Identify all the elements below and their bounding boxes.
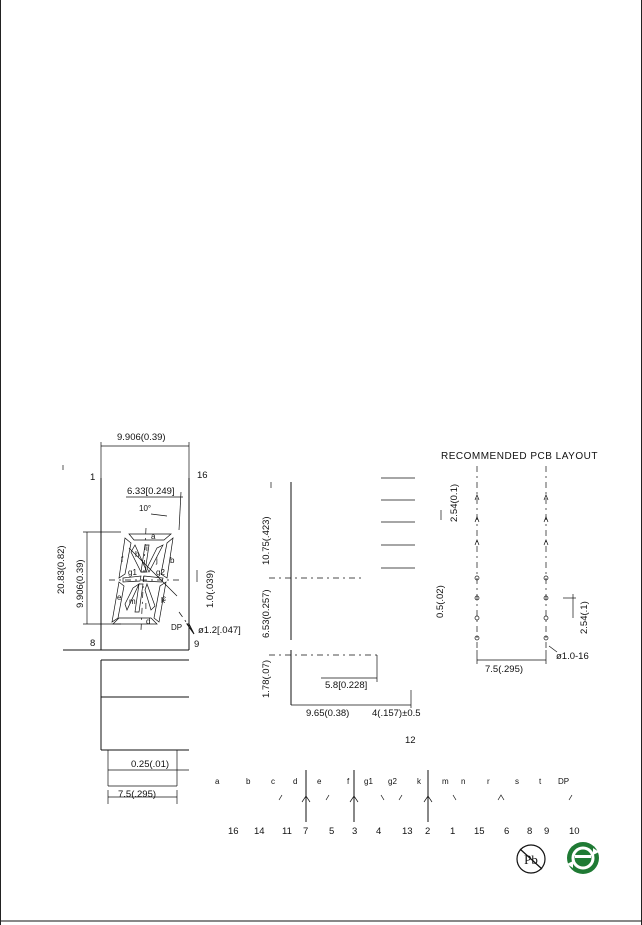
pcb-holes — [474, 494, 549, 641]
dim-upper: 10.75(.423) — [261, 516, 272, 565]
common-pin-label: 12 — [405, 735, 416, 746]
pin-num-4: 4 — [376, 826, 381, 837]
pin-num-1: 1 — [450, 826, 455, 837]
segment-d-label: d — [146, 617, 150, 626]
segment-k-label: k — [161, 596, 166, 605]
seg-label-n: n — [461, 777, 465, 786]
dim-small: 0.5(.02) — [435, 585, 446, 618]
seg-label-a: a — [215, 777, 220, 786]
dim-segment-width: 1.0(.039) — [205, 570, 216, 608]
seg-label-g1: g1 — [364, 777, 373, 786]
seg-label-r: r — [487, 777, 490, 786]
pin-label-9: 9 — [194, 639, 199, 650]
pin-num-8: 8 — [527, 826, 532, 837]
seg-label-d: d — [293, 777, 297, 786]
seg-label-c: c — [271, 777, 275, 786]
pin-num-2: 2 — [425, 826, 430, 837]
seg-label-t: t — [539, 777, 542, 786]
pin-num-13: 13 — [402, 826, 413, 837]
segment-j-label: j — [155, 556, 158, 565]
dim-lower: 6.53(0.257) — [261, 589, 272, 638]
pin-label-8: 8 — [90, 638, 95, 649]
pcb-layout-title: RECOMMENDED PCB LAYOUT — [441, 451, 598, 462]
pcb-layout: RECOMMENDED PCB LAYOUT 2.54(0.1) 0.5(.02… — [435, 451, 598, 675]
dim-body-depth: 5.8[0.228] — [325, 680, 367, 691]
dim-pin-length: 1.78(.07) — [261, 660, 272, 698]
internal-circuit: 12 a b c d e f g1 g2 k m n r s t DP — [215, 735, 580, 837]
pin-num-6: 6 — [504, 826, 509, 837]
segment-l-label: l — [145, 602, 147, 611]
pin-num-11: 11 — [282, 826, 292, 837]
pin-num-9: 9 — [544, 826, 549, 837]
pin-num-5: 5 — [329, 826, 334, 837]
pin-num-14: 14 — [254, 826, 265, 837]
dim-row: 7.5(.295) — [485, 664, 523, 675]
segment-g2-label: g2 — [156, 568, 165, 577]
seg-label-m: m — [442, 777, 449, 786]
seg-label-k: k — [417, 777, 422, 786]
seg-label-dp: DP — [558, 777, 569, 786]
dim-pin-row: 7.5(.295) — [118, 789, 156, 800]
middle-view: 10.75(.423) 6.53(0.257) 1.78(.07) 5.8[0.… — [261, 477, 421, 719]
dim-pitch: 2.54(0.1) — [449, 484, 460, 522]
segment-f-label: f — [121, 555, 124, 564]
dim-total-depth: 9.65(0.38) — [306, 708, 349, 719]
diode-symbols — [278, 770, 573, 822]
pin-num-7: 7 — [303, 826, 308, 837]
pb-free-label: Pb — [524, 852, 538, 867]
side-view: 0.25(.01) 7.5(.295) — [100, 659, 189, 804]
pin-num-15: 15 — [474, 826, 485, 837]
seg-label-e: e — [317, 777, 322, 786]
pin-num-3: 3 — [352, 826, 357, 837]
dim-height-total: 20.83(0.82) — [56, 545, 67, 594]
dim-hole: ø1.0-16 — [556, 651, 589, 662]
dim-thickness: 0.25(.01) — [131, 759, 169, 770]
dp-label: DP — [171, 623, 182, 632]
rohs-eco-icon — [567, 842, 599, 874]
front-view: 9.906(0.39) 1 16 8 9 20.83(0.82) 9.906(0… — [56, 432, 241, 651]
pin-num-16: 16 — [228, 826, 239, 837]
segment-c-label: c — [162, 594, 166, 603]
pin-num-10: 10 — [569, 826, 580, 837]
seg-label-g2: g2 — [388, 777, 397, 786]
segment-a-label: a — [151, 532, 156, 541]
segment-b-label: b — [170, 556, 175, 565]
segment-i-label: i — [146, 544, 148, 553]
segment-e-label: e — [117, 593, 122, 602]
seg-label-b: b — [246, 777, 251, 786]
pin-label-1: 1 — [90, 472, 95, 483]
dim-slant-width: 6.33[0.249] — [127, 486, 175, 497]
dim-pin-tol: 4(.157)±0.5 — [372, 708, 421, 719]
dim-angle: 10° — [139, 504, 151, 513]
pin-label-16: 16 — [197, 470, 208, 481]
segment-g1-label: g1 — [128, 568, 137, 577]
seg-label-f: f — [347, 777, 350, 786]
segment-h-label: h — [135, 550, 139, 559]
pb-free-icon: Pb — [516, 844, 546, 874]
dim-width: 9.906(0.39) — [117, 432, 166, 443]
dim-dp: ø1.2[.047] — [198, 625, 241, 636]
dim-height-digit: 9.906(0.39) — [75, 559, 86, 608]
segment-m-label: m — [129, 597, 136, 606]
dim-pitch-alt: 2.54(.1) — [579, 601, 590, 634]
seg-label-s: s — [515, 777, 519, 786]
digit-segments — [109, 527, 181, 631]
